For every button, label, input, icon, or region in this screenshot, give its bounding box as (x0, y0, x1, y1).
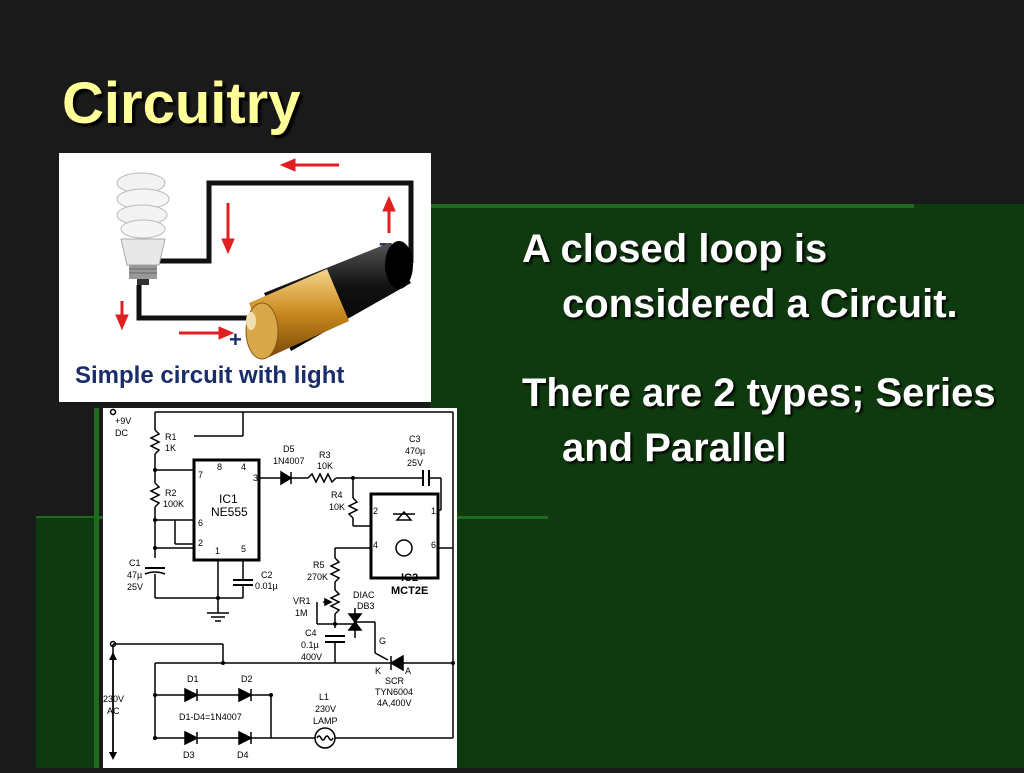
label-supply: +9V (115, 416, 131, 426)
background-band-left (36, 518, 96, 768)
label-pin3: 3 (253, 473, 258, 483)
label-scr: SCR (385, 676, 405, 686)
label-a: A (405, 666, 411, 676)
label-c1: C1 (129, 558, 141, 568)
label-d-parts: D1-D4=1N4007 (179, 712, 242, 722)
label-ic2-pin6: 6 (431, 540, 436, 550)
label-r5: R5 (313, 560, 325, 570)
schematic-diagram: +9V DC R1 1K R2 100K IC1 NE555 8 4 7 3 6… (103, 408, 457, 768)
label-r2: R2 (165, 488, 177, 498)
label-c3-val: 470µ (405, 446, 425, 456)
label-l1: L1 (319, 692, 329, 702)
label-r3: R3 (319, 450, 331, 460)
label-scr-rating: 4A,400V (377, 698, 412, 708)
label-ac: 230V (103, 694, 124, 704)
label-c2: C2 (261, 570, 273, 580)
image-caption: Simple circuit with light (75, 362, 344, 389)
label-pin5: 5 (241, 544, 246, 554)
label-supply-dc: DC (115, 428, 128, 438)
label-c4-val: 0.1µ (301, 640, 319, 650)
label-gate: G (379, 636, 386, 646)
label-ic2: IC2 (401, 572, 418, 584)
label-ac2: AC (107, 706, 120, 716)
label-pin6: 6 (198, 518, 203, 528)
label-k: K (375, 666, 381, 676)
decorative-line (94, 408, 99, 768)
label-ic2-part: MCT2E (391, 585, 428, 597)
battery-icon (245, 241, 413, 360)
arrow-icon (115, 158, 396, 340)
label-r1: R1 (165, 432, 177, 442)
label-l1-val: 230V (315, 704, 336, 714)
label-d1: D1 (187, 674, 199, 684)
label-vr1-val: 1M (295, 608, 308, 618)
label-pin1: 1 (215, 546, 220, 556)
label-r2-val: 100K (163, 499, 184, 509)
label-ic2-pin1: 1 (431, 506, 436, 516)
label-c1-val: 47µ (127, 570, 142, 580)
label-ic1: IC1 (219, 492, 238, 506)
label-c3-volt: 25V (407, 458, 423, 468)
label-ic1-part: NE555 (211, 505, 248, 519)
bulb-icon (116, 172, 170, 285)
label-r4-val: 10K (329, 502, 345, 512)
label-r1-val: 1K (165, 443, 176, 453)
label-pin7: 7 (198, 470, 203, 480)
label-pin2: 2 (198, 538, 203, 548)
label-c3: C3 (409, 434, 421, 444)
label-pin4: 4 (241, 462, 246, 472)
label-l1-type: LAMP (313, 716, 338, 726)
label-c4: C4 (305, 628, 317, 638)
background-band (430, 204, 1024, 768)
decorative-line (430, 204, 914, 208)
plus-sign: + (229, 327, 242, 352)
label-r3-val: 10K (317, 461, 333, 471)
label-c1-volt: 25V (127, 582, 143, 592)
slide-title: Circuitry (62, 71, 301, 136)
label-pin8: 8 (217, 462, 222, 472)
label-r4: R4 (331, 490, 343, 500)
label-d5: D5 (283, 444, 295, 454)
label-ic2-pin2: 2 (373, 506, 378, 516)
label-d4: D4 (237, 750, 249, 760)
label-vr1: VR1 (293, 596, 311, 606)
label-diac-part: DB3 (357, 601, 375, 611)
label-d2: D2 (241, 674, 253, 684)
bullet-item-2: There are 2 types; Series and Parallel (522, 371, 996, 470)
label-c4-volt: 400V (301, 652, 322, 662)
label-diac: DIAC (353, 590, 375, 600)
label-r5-val: 270K (307, 572, 328, 582)
label-d5-part: 1N4007 (273, 456, 305, 466)
bullet-item-1: A closed loop is considered a Circuit. (522, 227, 958, 326)
label-scr-part: TYN6004 (375, 687, 413, 697)
label-c2-val: 0.01µ (255, 581, 278, 591)
simple-circuit-image: + – (59, 153, 431, 402)
label-d3: D3 (183, 750, 195, 760)
bullet-list: A closed loop is considered a Circuit. T… (522, 222, 1002, 510)
label-ic2-pin4: 4 (373, 540, 378, 550)
